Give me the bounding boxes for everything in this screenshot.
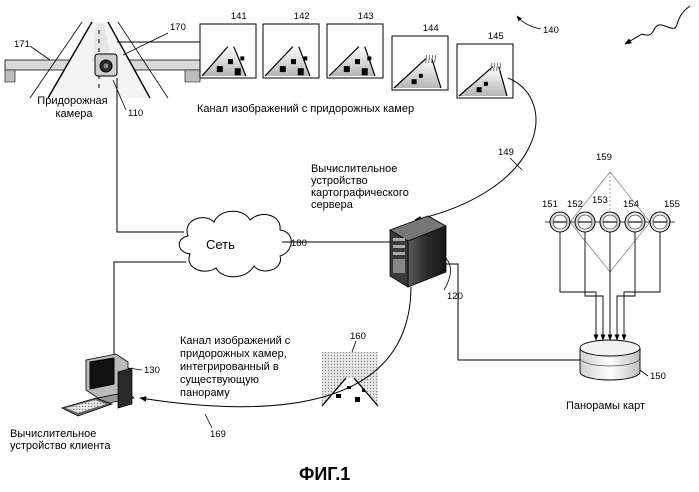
roadside-camera-label: Придорожная камера [37,95,110,120]
server-label: Вычислительное устройство картографическ… [311,163,412,211]
ref-integrated-image: 160 [350,331,366,342]
ref-feed: 140 [543,25,559,36]
ref-feed-arrow: 149 [498,147,514,158]
client-label: Вычислительное устройство клиента [10,428,111,452]
ref-panorama-154: 154 [623,199,639,210]
panorama-node-151: 151 [542,199,570,232]
feed-frame-142: 142 [263,11,319,78]
integrated-feed-label: Канал изображений с придорожных камер, и… [180,335,293,399]
panorama-node-153: 153 [592,195,620,232]
ref-client-arrow: 169 [210,429,226,440]
figure-caption: ФИГ.1 [299,464,350,484]
panorama-node-152: 152 [567,199,595,232]
roadside-scene [5,22,200,98]
map-server-icon [390,216,446,287]
ref-panorama-152: 152 [567,199,583,210]
map-panoramas: 151 152 153 154 155 [542,172,680,340]
ref-road: 171 [14,39,30,50]
integrated-panorama-image [322,352,378,406]
ref-client: 130 [144,365,160,376]
ref-camera: 110 [128,108,143,119]
ref-projection: 159 [596,152,612,163]
camera-feed-frames: 141 142 143 144 145 [200,11,513,98]
ref-frame-145: 145 [488,31,504,42]
feed-frame-144: 144 [392,23,448,90]
ref-frame-141: 141 [231,11,247,22]
ref-database: 150 [650,371,666,382]
feed-caption: Канал изображений с придорожных камер [197,103,414,115]
feed-frame-141: 141 [200,11,256,78]
ref-panorama-153: 153 [592,195,608,206]
panorama-database-icon [580,340,640,380]
ref-panorama-155: 155 [664,199,680,210]
ref-server: 120 [447,291,463,302]
figure-pointer-arrow [625,6,690,44]
feed-frame-145: 145 [457,31,513,98]
ref-frame-143: 143 [358,11,374,22]
ref-frame-142: 142 [294,11,310,22]
client-computer-icon [62,354,134,416]
network-cloud [179,211,291,277]
ref-network: 180 [291,238,307,249]
panorama-node-155: 155 [650,199,680,232]
ref-frame-144: 144 [423,23,439,34]
ref-camera-mount: 170 [170,22,186,33]
panorama-node-154: 154 [623,199,645,232]
feed-frame-143: 143 [327,11,383,78]
panoramas-label: Панорамы карт [566,400,645,412]
feed-to-server-arrow [415,78,536,220]
network-label: Сеть [206,237,235,252]
ref-panorama-151: 151 [542,199,558,210]
